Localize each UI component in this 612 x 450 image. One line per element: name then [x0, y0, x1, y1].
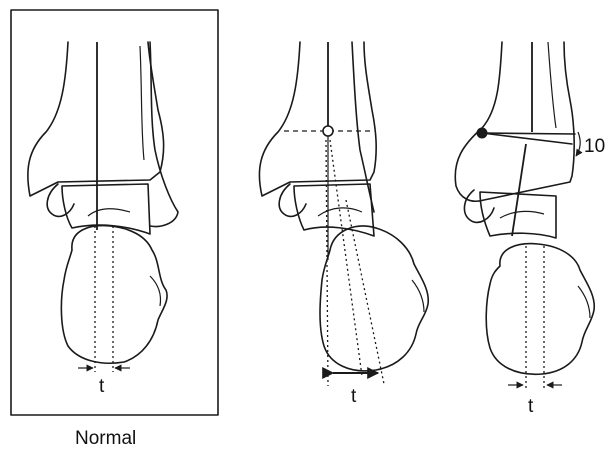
pivot-point-filled — [477, 128, 488, 139]
angle-arrow — [576, 132, 580, 156]
measure-label-normal: t — [99, 376, 105, 397]
calcaneus-outline — [486, 244, 594, 375]
fibula-outline — [150, 42, 178, 226]
fibula-inner — [140, 46, 144, 160]
measure-label-tilted: t — [528, 396, 534, 417]
panel-shifted: t — [259, 42, 428, 407]
calcaneus-notch — [578, 286, 590, 318]
talus-outline — [294, 184, 374, 236]
panel-tilted: 10 t — [455, 42, 605, 417]
talus-dome-line — [88, 209, 130, 216]
medial-malleolus — [279, 184, 306, 216]
panel-normal: t Normal — [11, 10, 218, 449]
caption-normal: Normal — [75, 428, 136, 449]
medial-malleolus — [47, 184, 74, 216]
angle-label: 10 — [584, 136, 605, 157]
calcaneus-notch — [412, 280, 424, 312]
talus-dome-line — [500, 211, 544, 218]
joint-line-reference — [482, 133, 572, 144]
tibia-outline — [259, 42, 376, 196]
panel-normal-frame — [11, 10, 218, 415]
pivot-point-open — [323, 126, 333, 136]
talar-axis-dotted-mid — [330, 140, 362, 376]
calcaneus-outline — [320, 226, 428, 371]
talar-axis-tilted — [512, 144, 526, 236]
calcaneus-outline — [61, 226, 167, 364]
tibia-outline — [28, 42, 164, 196]
fibula-outline — [548, 42, 556, 128]
tibia-outline — [455, 42, 574, 201]
calcaneus-notch — [150, 276, 161, 306]
joint-line-tilted — [482, 133, 575, 134]
measure-label-shifted: t — [351, 386, 357, 407]
medial-malleolus — [464, 190, 494, 222]
